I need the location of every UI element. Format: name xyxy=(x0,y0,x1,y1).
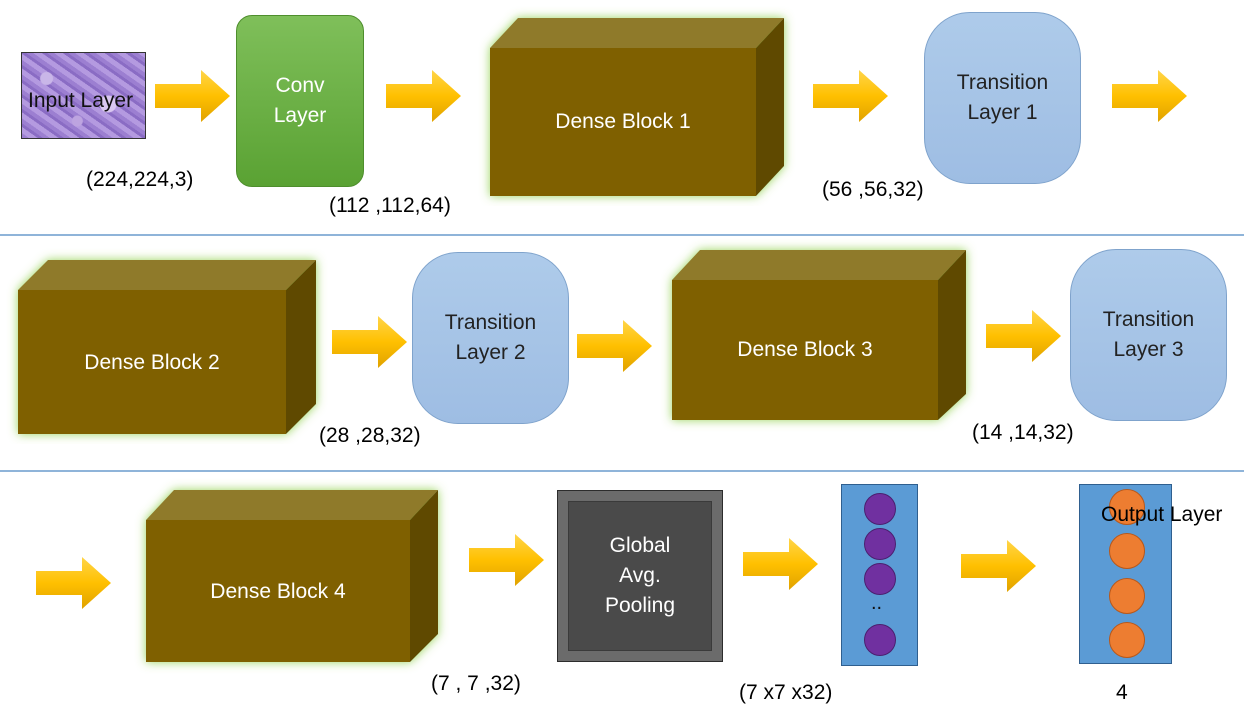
dense-block-2-label: Dense Block 2 xyxy=(84,351,220,374)
arrow-input-to-conv xyxy=(155,70,230,122)
dense-block-2-box xyxy=(18,260,316,434)
arrow-dense3-to-trans3 xyxy=(986,310,1061,362)
feature-neuron-3 xyxy=(864,563,896,595)
trans2-line1: Transition xyxy=(444,311,537,334)
dense-block-1-box xyxy=(490,18,784,196)
dense-block-4-box xyxy=(146,490,438,662)
trans3-line2: Layer 3 xyxy=(1113,338,1184,361)
conv-shape-label: (112 ,112,64) xyxy=(329,194,451,217)
arrow-trans2-to-dense3 xyxy=(577,320,652,372)
arrow-dense1-to-trans1 xyxy=(813,70,888,122)
dense-block-4-label: Dense Block 4 xyxy=(210,580,346,603)
trans3-line1: Transition xyxy=(1102,308,1195,331)
feature-neuron-last xyxy=(864,624,896,656)
input-image-thumbnail xyxy=(21,52,146,139)
row-divider-1 xyxy=(0,234,1244,236)
output-count-label: 4 xyxy=(1116,681,1128,704)
output-neuron-4 xyxy=(1109,622,1145,658)
dense-block-3-label: Dense Block 3 xyxy=(737,338,873,361)
feature-neuron-2 xyxy=(864,528,896,560)
arrow-gap-to-fc xyxy=(743,538,818,590)
gap-line1: Global xyxy=(609,534,671,557)
input-shape-label: (224,224,3) xyxy=(86,168,194,191)
feature-ellipsis: .. xyxy=(871,592,883,614)
dense-block-3-box xyxy=(672,250,966,420)
arrow-trans1-to-next-row xyxy=(1112,70,1187,122)
output-neuron-2 xyxy=(1109,533,1145,569)
output-layer-label: Output Layer xyxy=(1101,503,1223,526)
dense-block-1-label: Dense Block 1 xyxy=(555,110,691,133)
arrow-conv-to-dense1 xyxy=(386,70,461,122)
gap-shape-label: (7 x7 x32) xyxy=(739,681,833,704)
trans1-line2: Layer 1 xyxy=(967,101,1038,124)
dense1-shape-label: (56 ,56,32) xyxy=(822,178,924,201)
gap-line2: Avg. xyxy=(619,564,661,587)
output-neuron-3 xyxy=(1109,578,1145,614)
row-divider-2 xyxy=(0,470,1244,472)
dense2-shape-label: (28 ,28,32) xyxy=(319,424,421,447)
gap-line3: Pooling xyxy=(604,594,676,617)
dense4-shape-label: (7 , 7 ,32) xyxy=(431,672,521,695)
dense3-shape-label: (14 ,14,32) xyxy=(972,421,1074,444)
arrow-dense2-to-trans2 xyxy=(332,316,407,368)
output-neuron-1 xyxy=(1109,489,1145,525)
arrow-dense4-to-gap xyxy=(469,534,544,586)
trans2-line2: Layer 2 xyxy=(455,341,526,364)
input-layer-label: Input Layer xyxy=(28,89,134,112)
arrow-into-dense4 xyxy=(36,557,111,609)
arrow-fc-to-output xyxy=(961,540,1036,592)
conv-layer-line1: Conv xyxy=(275,74,325,97)
conv-layer-line2: Layer xyxy=(273,104,327,127)
feature-neuron-1 xyxy=(864,493,896,525)
trans1-line1: Transition xyxy=(956,71,1049,94)
